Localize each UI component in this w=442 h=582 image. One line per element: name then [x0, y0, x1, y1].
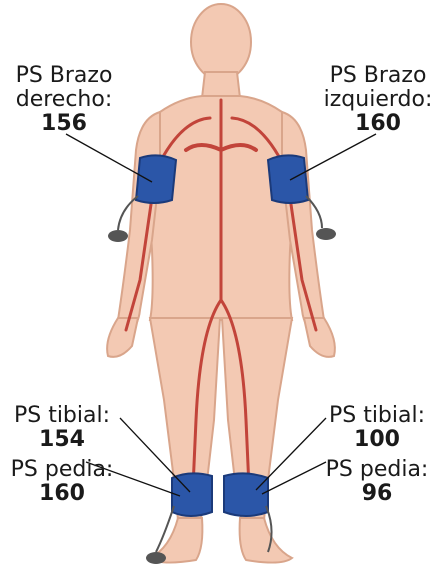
label-left-pedia-value: 96 [318, 482, 436, 506]
pressure-bulb-icon [316, 228, 336, 240]
label-right-tibial: PS tibial: 154 [4, 404, 120, 452]
pressure-bulb-icon [108, 230, 128, 242]
label-right-pedia-value: 160 [4, 482, 120, 506]
label-right-arm-line1: PS Brazo [16, 63, 113, 88]
label-right-tibial-value: 154 [4, 428, 120, 452]
label-left-pedia-text: PS pedia: [326, 457, 429, 482]
label-right-arm: PS Brazo derecho: 156 [8, 64, 120, 136]
label-right-arm-line2: derecho: [16, 87, 113, 112]
label-left-tibial: PS tibial: 100 [318, 404, 436, 452]
label-left-arm-value: 160 [318, 112, 438, 136]
pressure-bulb-icon [146, 552, 166, 564]
label-left-arm-line1: PS Brazo [330, 63, 427, 88]
label-left-tibial-value: 100 [318, 428, 436, 452]
label-right-pedia: PS pedia: 160 [4, 458, 120, 506]
label-left-arm: PS Brazo izquierdo: 160 [318, 64, 438, 136]
label-right-tibial-text: PS tibial: [14, 403, 110, 428]
label-left-pedia: PS pedia: 96 [318, 458, 436, 506]
label-left-tibial-text: PS tibial: [329, 403, 425, 428]
label-left-arm-line2: izquierdo: [324, 87, 433, 112]
label-right-pedia-text: PS pedia: [11, 457, 114, 482]
label-right-arm-value: 156 [8, 112, 120, 136]
